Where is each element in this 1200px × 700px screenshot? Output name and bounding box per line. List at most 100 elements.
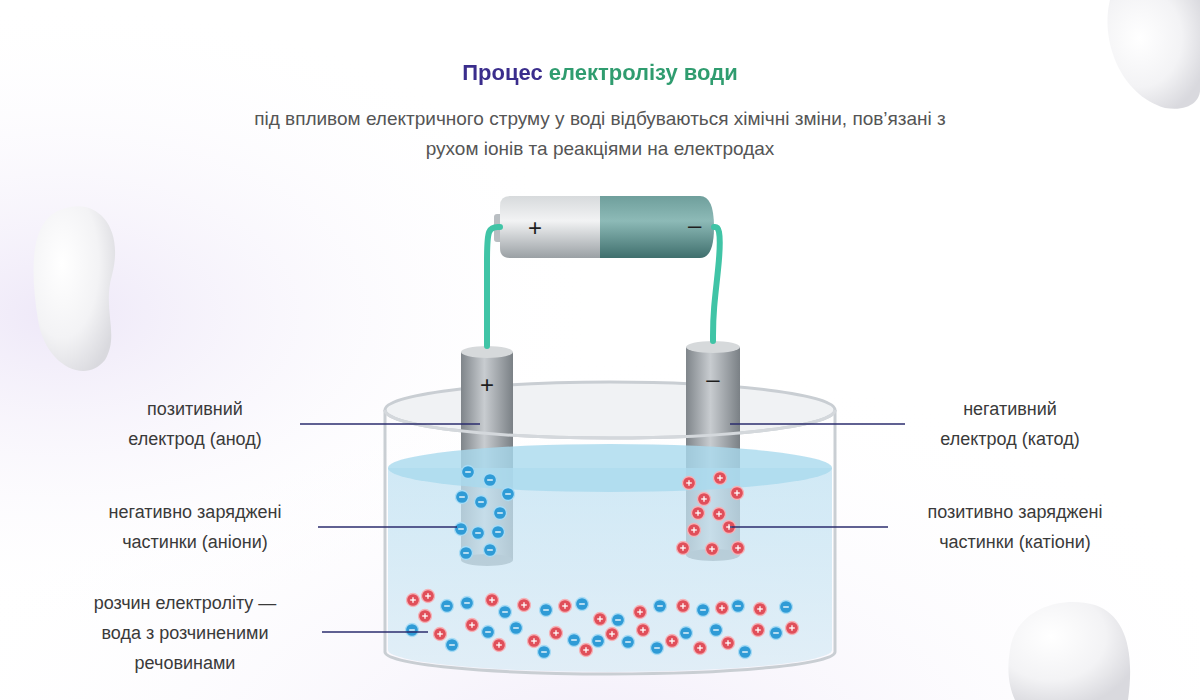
anion-dot (651, 642, 664, 655)
title-text: Процес електролізу води (462, 60, 737, 85)
cation-dot (422, 590, 435, 603)
anion-dot (710, 624, 723, 637)
cation-dot (692, 507, 705, 520)
anion-dot (697, 604, 710, 617)
cation-dot (594, 613, 607, 626)
anion-dot (780, 601, 793, 614)
cation-dot (752, 624, 765, 637)
label-text: негативний електрод (катод) (940, 399, 1079, 449)
anion-dot (475, 496, 488, 509)
cation-dot (407, 594, 420, 607)
anion-dot (484, 474, 497, 487)
cation-dot (716, 602, 729, 615)
part-label: позитивний електрод (анод) (108, 394, 283, 454)
subtitle-text: під впливом електричного струму у воді в… (240, 104, 960, 164)
node-sign: – (688, 212, 701, 238)
leader-line (300, 424, 905, 632)
cation-dot (550, 627, 563, 640)
label-text: розчин електроліту — вода з розчиненими … (94, 593, 277, 673)
anion-dot (499, 606, 512, 619)
anion-dot (654, 600, 667, 613)
electrolyte-water (388, 468, 832, 672)
anion-dot (456, 491, 469, 504)
cation-dot (580, 644, 593, 657)
anion-dot (576, 598, 589, 611)
part-label: позитивно заряджені частинки (катіони) (900, 497, 1130, 557)
label-text: позитивний електрод (анод) (128, 399, 261, 449)
water-surface (388, 444, 832, 492)
cation-dot (677, 600, 690, 613)
cation-dot (688, 524, 701, 537)
anion-dot (492, 526, 505, 539)
anion-dot (612, 614, 625, 627)
cation-dot (666, 635, 679, 648)
wire (713, 227, 720, 341)
battery-body (494, 196, 714, 258)
cation-dot (732, 542, 745, 555)
water-drop (33, 206, 115, 371)
cation-dot (698, 493, 711, 506)
cation-dot (637, 624, 650, 637)
anion-dot (540, 604, 553, 617)
anion-dot (739, 646, 752, 659)
anion-dot (482, 626, 495, 639)
beaker-glass (385, 410, 835, 674)
anion-dot (568, 634, 581, 647)
cation-dot (754, 603, 767, 616)
cation-dot (419, 610, 432, 623)
cation-dot (694, 642, 707, 655)
cation-dot (518, 599, 531, 612)
ion-group (406, 466, 799, 659)
wire (487, 227, 500, 346)
anode-electrode: + (461, 346, 513, 560)
anion-dot (770, 627, 783, 640)
title-heading: Процес електролізу води (0, 60, 1200, 86)
cation-dot (528, 635, 541, 648)
water-drop (1107, 0, 1200, 109)
cation-dot (434, 628, 447, 641)
anion-dot (510, 622, 523, 635)
cation-dot (606, 628, 619, 641)
anion-dot (406, 624, 419, 637)
cation-dot (786, 622, 799, 635)
cation-dot (731, 487, 744, 500)
anion-dot (680, 627, 693, 640)
anion-dot (472, 527, 485, 540)
water-drop (1008, 602, 1130, 700)
anion-dot (538, 646, 551, 659)
cation-dot (466, 619, 479, 632)
cation-dot (559, 600, 572, 613)
part-label: негативно заряджені частинки (аніони) (80, 497, 310, 557)
cation-dot (722, 637, 735, 650)
anion-dot (460, 547, 473, 560)
part-label: розчин електроліту — вода з розчиненими … (78, 588, 293, 678)
cation-dot (714, 472, 727, 485)
part-label: негативний електрод (катод) (928, 394, 1093, 454)
label-text: позитивно заряджені частинки (катіони) (928, 502, 1103, 552)
anion-dot (592, 635, 605, 648)
label-text: негативно заряджені частинки (аніони) (109, 502, 282, 552)
anion-dot (494, 507, 507, 520)
cation-dot (683, 477, 696, 490)
cation-dot (706, 543, 719, 556)
anion-dot (732, 600, 745, 613)
node-sign: + (480, 372, 494, 398)
cation-dot (677, 542, 690, 555)
anion-dot (461, 597, 474, 610)
cathode-electrode: – (686, 341, 740, 555)
anion-dot (502, 488, 515, 501)
beaker-rim (385, 382, 835, 438)
cation-dot (486, 594, 499, 607)
anion-dot (446, 639, 459, 652)
battery: +– (500, 196, 714, 258)
label-text: під впливом електричного струму у воді в… (254, 108, 946, 159)
anion-dot (622, 636, 635, 649)
anion-dot (484, 544, 497, 557)
cation-dot (493, 639, 506, 652)
anion-dot (441, 600, 454, 613)
node-sign: + (528, 215, 542, 241)
node-sign: – (706, 366, 719, 392)
